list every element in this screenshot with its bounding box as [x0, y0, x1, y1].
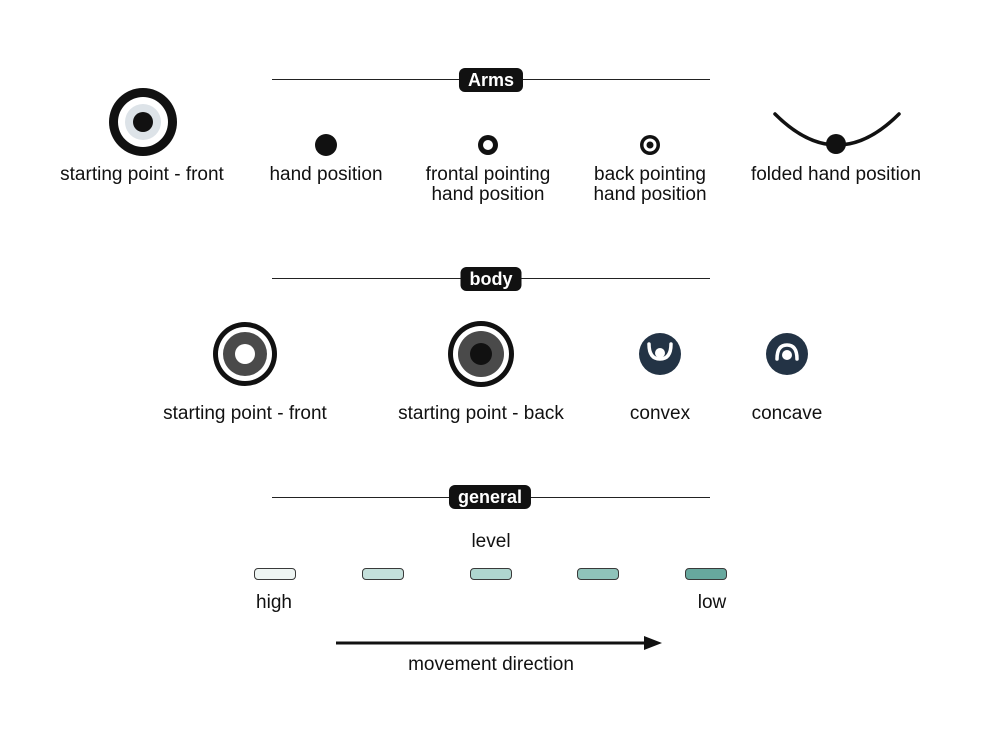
body-starting-point-back-icon: [448, 321, 514, 387]
movement-direction-label: movement direction: [408, 654, 574, 675]
frontal-pointing-label-line1: frontal pointing: [425, 164, 551, 185]
level-high-label: high: [256, 592, 292, 613]
body-starting-back-label: starting point - back: [398, 403, 564, 424]
convex-icon: [639, 333, 681, 375]
body-starting-front-label: starting point - front: [163, 403, 327, 424]
level-swatch-2: [362, 568, 404, 580]
hand-position-dot-icon: [315, 134, 337, 156]
body-section-title: body: [460, 267, 522, 291]
level-swatch-1: [254, 568, 296, 580]
level-swatch-3: [470, 568, 512, 580]
level-swatch-5: [685, 568, 727, 580]
folded-hand-arc-icon: [773, 112, 901, 154]
level-low-label: low: [697, 592, 727, 613]
body-starting-point-front-icon: [213, 322, 277, 386]
frontal-pointing-ring-icon: [478, 135, 498, 155]
folded-hand-label: folded hand position: [750, 164, 922, 185]
frontal-pointing-label-line2: hand position: [431, 184, 545, 205]
concave-label: concave: [751, 403, 823, 424]
concave-icon: [766, 333, 808, 375]
level-swatch-4: [577, 568, 619, 580]
level-title: level: [471, 531, 511, 552]
arms-section-title: Arms: [458, 68, 524, 92]
general-section-title: general: [448, 485, 532, 509]
arms-starting-front-label: starting point - front: [60, 164, 224, 185]
starting-point-front-target-icon: [109, 88, 177, 156]
movement-direction-arrow-icon: [336, 636, 662, 650]
convex-label: convex: [629, 403, 691, 424]
hand-position-label: hand position: [269, 164, 383, 185]
back-pointing-label-line1: back pointing: [594, 164, 706, 185]
frontal-pointing-label: frontal pointing hand position: [426, 165, 551, 205]
back-pointing-label: back pointing hand position: [593, 165, 706, 205]
back-pointing-ring-dot-icon: [640, 135, 660, 155]
back-pointing-label-line2: hand position: [593, 184, 707, 205]
